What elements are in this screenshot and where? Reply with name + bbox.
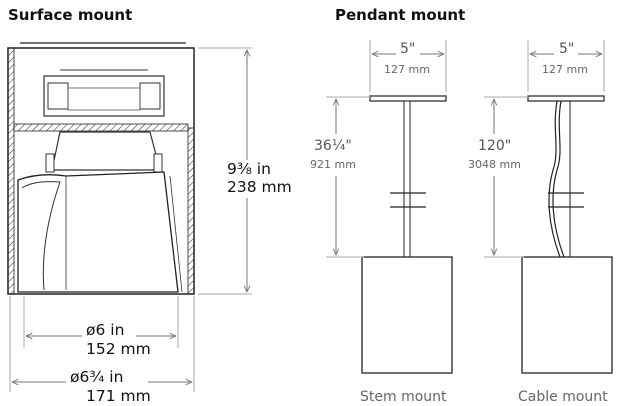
- surface-height-mm: 238 mm: [227, 178, 292, 196]
- cable-drop-mm: 3048 mm: [468, 158, 521, 171]
- surface-inner-diameter-mm: 152 mm: [86, 340, 151, 358]
- cable-width-mm: 127 mm: [542, 63, 588, 76]
- stem-width-in: 5": [400, 41, 415, 57]
- stem-mount-drawing: [361, 95, 453, 374]
- cable-drop-in: 120": [478, 138, 511, 154]
- stem-width-mm: 127 mm: [384, 63, 430, 76]
- surface-outer-diameter-mm: 171 mm: [86, 387, 151, 405]
- stem-drop-dimension: 36¼" 921 mm: [310, 96, 372, 258]
- cable-width-dimension: 5" 127 mm: [527, 40, 605, 92]
- surface-outer-diameter-in: ø6¾ in: [70, 368, 123, 386]
- stem-drop-mm: 921 mm: [310, 158, 356, 171]
- cable-mount-caption: Cable mount: [518, 389, 608, 405]
- cable-width-in: 5": [559, 41, 574, 57]
- stem-width-dimension: 5" 127 mm: [369, 40, 447, 92]
- surface-height-in: 9³⁄₈ in: [227, 160, 271, 178]
- surface-height-dimension: 9³⁄₈ in 238 mm: [198, 47, 292, 295]
- surface-inner-diameter-in: ø6 in: [86, 321, 124, 339]
- stem-mount-caption: Stem mount: [360, 389, 447, 405]
- stem-drop-in: 36¼": [314, 138, 352, 154]
- surface-mount-drawing: [7, 42, 195, 295]
- cable-drop-dimension: 120" 3048 mm: [468, 96, 530, 258]
- surface-mount-heading: Surface mount: [8, 6, 133, 24]
- surface-diameter-dimensions: ø6 in 152 mm ø6¾ in 171 mm: [9, 296, 195, 405]
- cable-mount-drawing: [521, 95, 613, 374]
- pendant-mount-heading: Pendant mount: [335, 6, 466, 24]
